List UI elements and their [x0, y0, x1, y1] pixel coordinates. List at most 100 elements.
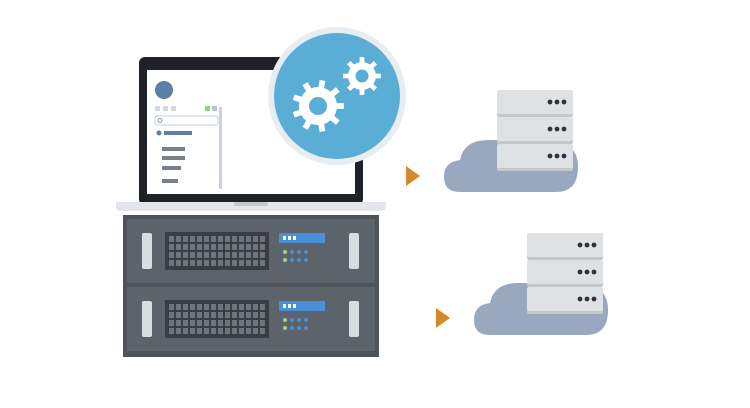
vent-slot: [183, 320, 188, 326]
vent-slot: [190, 312, 195, 318]
vent-slot: [183, 304, 188, 310]
server-status-dot: [547, 126, 553, 132]
status-led: [297, 326, 301, 330]
vent-slot: [232, 328, 237, 334]
vent-slot: [239, 312, 244, 318]
tree-node-icon: [156, 130, 162, 136]
server-status-dot: [591, 269, 597, 275]
vent-slot: [204, 252, 209, 258]
vent-slot: [225, 260, 230, 266]
vent-slot: [176, 320, 181, 326]
server-status-dot: [554, 99, 560, 105]
menu-item: [162, 179, 178, 183]
vent-slot: [197, 236, 202, 242]
laptop-hinge-notch: [234, 202, 268, 206]
gear-hole: [309, 97, 327, 115]
rack-handle-left: [142, 233, 152, 269]
status-led: [290, 250, 294, 254]
toolbar-close-icon: [212, 106, 217, 111]
rack-unit: [127, 219, 375, 283]
vent-slot: [211, 260, 216, 266]
vent-slot: [169, 252, 174, 258]
vent-slot: [232, 252, 237, 258]
status-led: [290, 326, 294, 330]
server-status-dot: [591, 296, 597, 302]
vent-slot: [169, 236, 174, 242]
status-led: [297, 318, 301, 322]
vent-slot: [211, 236, 216, 242]
gear-hole: [355, 69, 369, 83]
status-led: [290, 258, 294, 262]
vent-slot: [211, 252, 216, 258]
vent-slot: [260, 252, 265, 258]
vent-slot: [211, 320, 216, 326]
status-led: [283, 258, 287, 262]
vent-slot: [197, 244, 202, 250]
rack-server: [123, 215, 379, 357]
server-status-dot: [584, 242, 590, 248]
vent-slot: [232, 320, 237, 326]
sidebar-divider: [219, 107, 222, 189]
vent-slot: [197, 304, 202, 310]
menu-item: [162, 166, 181, 170]
server-unit: [497, 144, 573, 168]
status-led: [283, 250, 287, 254]
menu-item: [162, 156, 185, 160]
vent-slot: [176, 304, 181, 310]
vent-slot: [253, 304, 258, 310]
server-status-dot: [561, 126, 567, 132]
rack-vent: [165, 232, 269, 270]
vent-slot: [246, 304, 251, 310]
vent-slot: [176, 252, 181, 258]
server-status-dot: [547, 99, 553, 105]
vent-slot: [232, 236, 237, 242]
server-status-dot: [554, 153, 560, 159]
vent-slot: [204, 304, 209, 310]
vent-slot: [169, 328, 174, 334]
vent-slot: [176, 312, 181, 318]
vent-slot: [246, 236, 251, 242]
server-unit: [527, 260, 603, 284]
vent-slot: [183, 252, 188, 258]
menu-item: [162, 147, 185, 151]
server-unit: [497, 117, 573, 141]
vent-slot: [253, 244, 258, 250]
toolbar-dot: [171, 106, 176, 111]
vent-slot: [211, 244, 216, 250]
vent-slot: [260, 244, 265, 250]
vent-slot: [225, 312, 230, 318]
status-led: [290, 318, 294, 322]
toolbar-dot: [163, 106, 168, 111]
vent-slot: [260, 312, 265, 318]
server-status-dot: [561, 153, 567, 159]
laptop-app-window: [154, 81, 222, 189]
status-led: [304, 326, 308, 330]
vent-slot: [246, 312, 251, 318]
tree-node-label: [164, 131, 192, 135]
vent-slot: [253, 236, 258, 242]
vent-slot: [225, 328, 230, 334]
vent-slot: [260, 260, 265, 266]
vent-slot: [211, 304, 216, 310]
rack-unit: [127, 287, 375, 351]
vent-slot: [169, 244, 174, 250]
vent-slot: [204, 328, 209, 334]
laptop-base: [116, 202, 386, 211]
vent-slot: [190, 260, 195, 266]
gears-badge: [268, 27, 406, 165]
vent-slot: [239, 320, 244, 326]
server-status-dot: [547, 153, 553, 159]
vent-slot: [246, 320, 251, 326]
cloud-server-icon: [474, 233, 608, 335]
vent-slot: [183, 236, 188, 242]
vent-slot: [190, 304, 195, 310]
vent-slot: [239, 304, 244, 310]
vent-slot: [169, 312, 174, 318]
arrow-right-icon: [406, 166, 420, 186]
vent-slot: [211, 312, 216, 318]
server-unit: [497, 90, 573, 114]
vent-slot: [225, 252, 230, 258]
vent-slot: [190, 252, 195, 258]
server-status-dot: [577, 296, 583, 302]
toolbar-dot: [155, 106, 160, 111]
